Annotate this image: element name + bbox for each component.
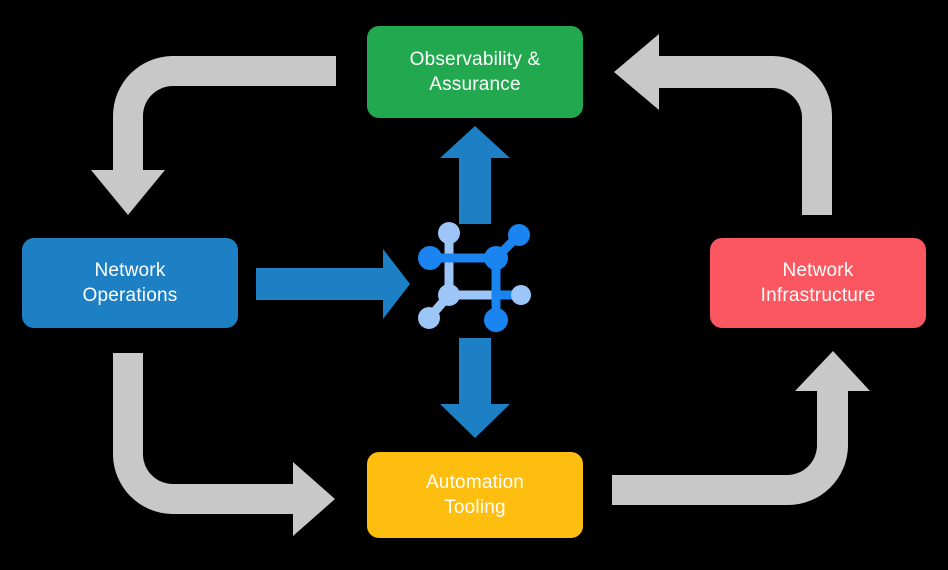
- topology-nodes-primary: [418, 224, 530, 332]
- node-network-operations-label: Network Operations: [82, 259, 178, 306]
- node-automation-tooling[interactable]: Automation Tooling: [367, 452, 583, 538]
- node-observability-assurance[interactable]: Observability & Assurance: [367, 26, 583, 118]
- network-topology-icon: [418, 222, 531, 332]
- arrow-observability-to-operations: [91, 56, 336, 215]
- arrow-operations-to-center: [256, 249, 410, 319]
- node-network-infrastructure[interactable]: Network Infrastructure: [710, 238, 926, 328]
- arrow-operations-to-automation: [113, 353, 335, 536]
- topology-edges-secondary: [425, 230, 501, 322]
- node-network-operations[interactable]: Network Operations: [22, 238, 238, 328]
- arrow-center-to-observability: [440, 126, 510, 224]
- node-network-infrastructure-label: Network Infrastructure: [760, 259, 876, 306]
- arrow-center-to-automation: [440, 338, 510, 438]
- topology-nodes-secondary: [418, 222, 531, 329]
- node-automation-tooling-label: Automation Tooling: [425, 471, 525, 518]
- arrow-automation-to-infrastructure: [612, 351, 870, 505]
- node-observability-label: Observability & Assurance: [409, 48, 541, 95]
- arrow-infrastructure-to-observability: [614, 34, 832, 215]
